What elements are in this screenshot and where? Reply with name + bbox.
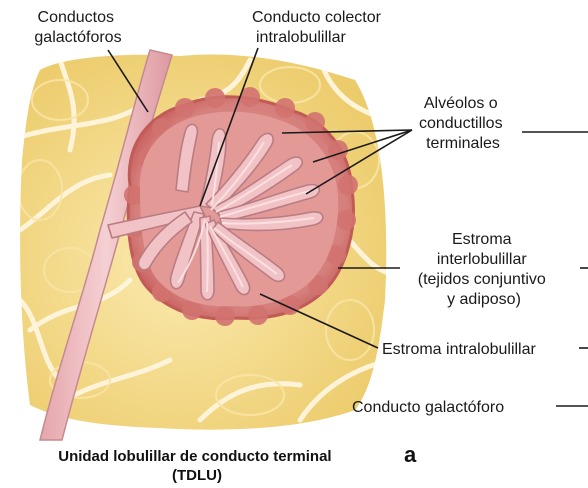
- label-conducto-galactoforo: Conducto galactóforo: [352, 399, 504, 416]
- label-conducto-colector: Conducto colector intralobulillar: [252, 9, 385, 46]
- panel-letter: a: [404, 442, 417, 467]
- label-conductos-galactoforos: Conductos galactóforos: [34, 9, 121, 46]
- label-alveolos: Alvéolos o conductillos terminales: [419, 95, 507, 152]
- label-estroma-inter: Estroma interlobulillar (tejidos conjunt…: [418, 231, 551, 308]
- figure-caption: Unidad lobulillar de conducto terminal (…: [58, 448, 336, 484]
- label-estroma-intra: Estroma intralobulillar: [382, 341, 537, 358]
